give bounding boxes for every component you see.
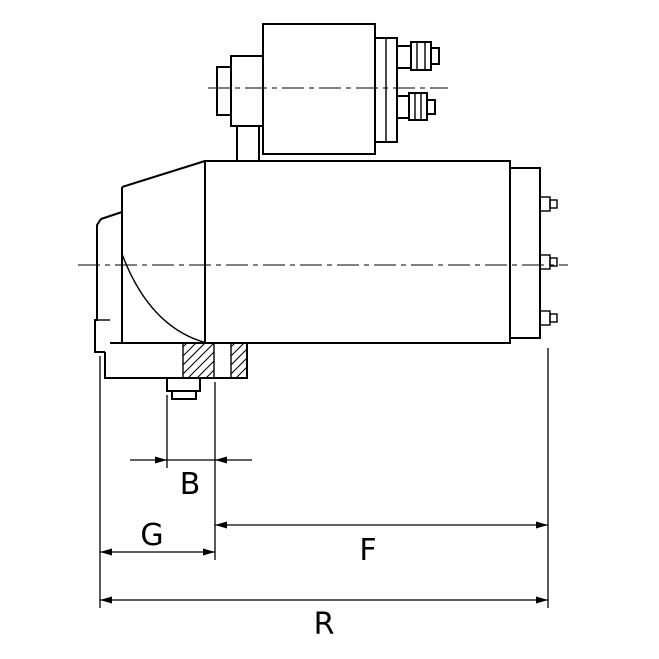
arrowhead [536, 596, 548, 604]
motor-housing [204, 160, 511, 344]
dimension-g: G [100, 518, 215, 556]
flange-outline [104, 343, 248, 379]
drive-end-housing [94, 160, 208, 353]
solenoid-terminals [396, 41, 440, 121]
end-cap-studs [539, 196, 558, 326]
commutator-end-cap [510, 167, 541, 339]
arrowhead [203, 548, 215, 556]
through-bolt [539, 310, 551, 326]
mounting-flange [104, 342, 248, 379]
dimension-b-label: B [180, 467, 201, 502]
dimension-r: R [100, 596, 548, 642]
terminal-nut-upper [410, 41, 432, 71]
through-bolt [539, 254, 551, 270]
arrowhead [215, 521, 227, 529]
housing-taper [121, 160, 206, 188]
bottom-stud-base [166, 377, 201, 392]
arrowhead [215, 456, 227, 464]
through-bolt [539, 196, 551, 212]
through-bolt-tip [549, 257, 558, 267]
arrowhead [536, 521, 548, 529]
arrowhead [155, 456, 167, 464]
through-bolt-tip [549, 199, 558, 209]
through-bolt-tip [549, 313, 558, 323]
bottom-stud [166, 377, 201, 400]
dimension-extension-lines [99, 348, 549, 608]
arrowhead [100, 596, 112, 604]
solenoid-plunger-boot [216, 66, 232, 116]
flange-hatch-section [182, 342, 248, 379]
solenoid-body [262, 23, 376, 155]
housing-nose [94, 211, 123, 353]
terminal-tip-lower [426, 99, 436, 115]
terminal-stud-upper [396, 45, 412, 69]
dimension-b: B [130, 456, 252, 502]
arrowhead [100, 548, 112, 556]
dimension-f-label: F [359, 533, 376, 568]
housing-bell-curve [121, 253, 208, 344]
solenoid-assembly [216, 23, 398, 161]
terminal-nut-lower [408, 92, 428, 121]
dimension-f: F [215, 521, 548, 568]
solenoid-front-cap [230, 55, 264, 127]
terminal-stud-lower [396, 95, 410, 119]
bottom-stud-tip [171, 390, 197, 400]
dimension-g-label: G [140, 518, 163, 553]
terminal-tip-upper [430, 47, 440, 65]
motor-body [204, 160, 541, 344]
dimension-r-label: R [314, 607, 335, 642]
